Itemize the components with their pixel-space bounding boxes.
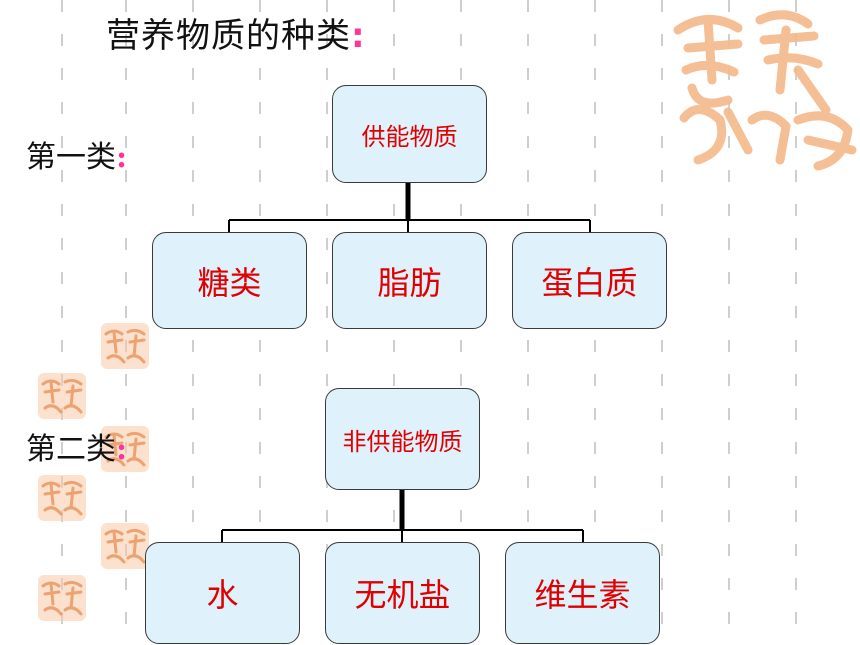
node-carbohydrates: 糖类 [152, 232, 307, 329]
seal-stamp-large [673, 10, 857, 171]
section-label-first: 第一类: [26, 132, 127, 176]
node-non-energy-nutrients: 非供能物质 [325, 388, 480, 490]
node-fats: 脂肪 [332, 232, 487, 329]
page-title-text: 营养物质的种类 [106, 16, 351, 56]
section-label-text: 第一类 [26, 140, 116, 175]
seal-stamp-small [101, 323, 149, 369]
node-minerals: 无机盐 [325, 542, 480, 644]
seal-stamp-small [101, 523, 149, 569]
title-colon: : [351, 16, 366, 56]
seal-stamp-small [38, 373, 86, 419]
seal-stamp-small [38, 475, 86, 521]
node-water: 水 [145, 542, 300, 644]
section-label-text: 第二类 [26, 432, 116, 467]
node-vitamins: 维生素 [505, 542, 660, 644]
section-colon: : [116, 432, 128, 467]
node-energy-nutrients: 供能物质 [332, 85, 487, 183]
seal-stamp-small [101, 426, 149, 472]
seal-stamp-small [38, 575, 86, 621]
page-title: 营养物质的种类: [106, 8, 366, 57]
section-label-second: 第二类: [26, 424, 127, 468]
node-protein: 蛋白质 [512, 232, 667, 329]
section-colon: : [116, 140, 128, 175]
